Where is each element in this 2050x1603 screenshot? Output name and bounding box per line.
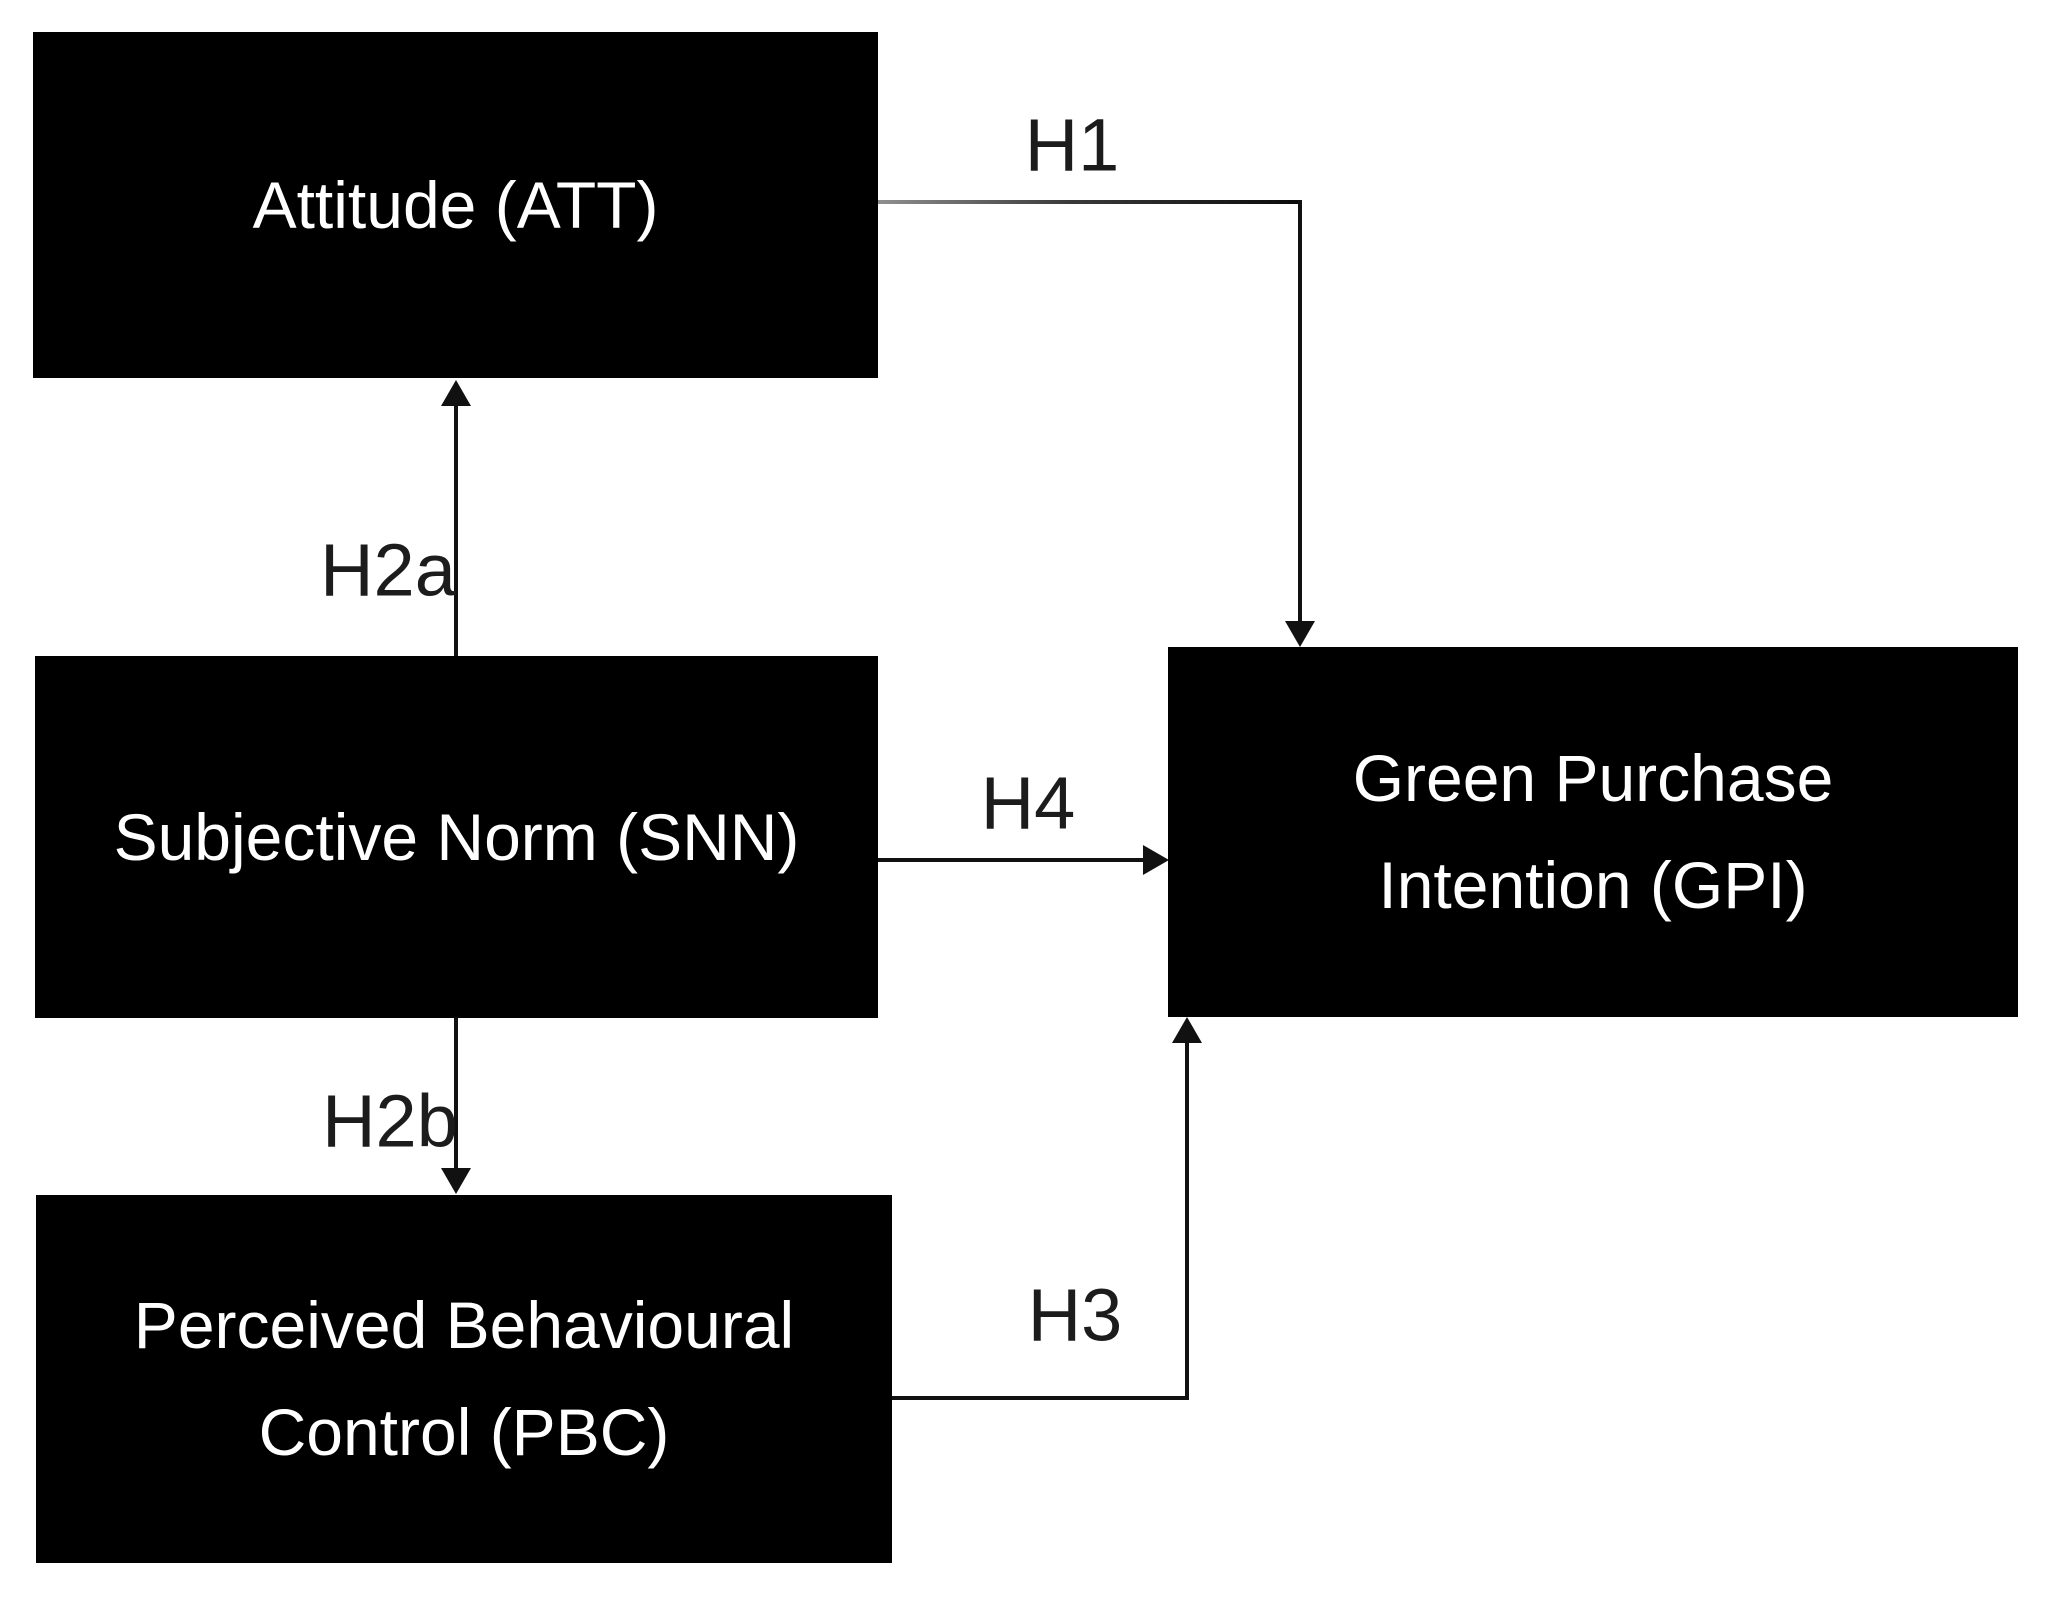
edge-label-h2b: H2b <box>322 1079 458 1163</box>
edge-label-h3: H3 <box>1027 1273 1123 1357</box>
edge-label-h2a: H2a <box>320 528 456 612</box>
h1-edge-vertical-segment <box>1298 200 1302 624</box>
node-green-purchase-intention: Green Purchase Intention (GPI) <box>1168 647 2018 1017</box>
h3-arrowhead-up-icon <box>1172 1017 1202 1043</box>
node-green-purchase-intention-label: Green Purchase Intention (GPI) <box>1352 741 1834 922</box>
node-perceived-behavioural-control-label: Perceived Behavioural Control (PBC) <box>133 1288 795 1469</box>
node-attitude-label: Attitude (ATT) <box>252 167 659 242</box>
node-subjective-norm-label: Subjective Norm (SNN) <box>113 799 800 874</box>
h3-edge-horizontal-segment <box>892 1396 1189 1400</box>
h2a-edge-vertical-segment <box>454 402 458 656</box>
h1-edge-horizontal-segment <box>878 200 1302 204</box>
node-perceived-behavioural-control: Perceived Behavioural Control (PBC) <box>36 1195 892 1563</box>
node-attitude: Attitude (ATT) <box>33 32 878 378</box>
h4-edge-horizontal-segment <box>878 858 1144 862</box>
h1-arrowhead-down-icon <box>1285 621 1315 647</box>
h3-edge-vertical-segment <box>1185 1042 1189 1398</box>
h2b-arrowhead-down-icon <box>441 1168 471 1194</box>
node-subjective-norm: Subjective Norm (SNN) <box>35 656 878 1018</box>
edge-label-h4: H4 <box>980 761 1076 845</box>
h4-arrowhead-right-icon <box>1143 845 1169 875</box>
edge-label-h1: H1 <box>1024 103 1120 187</box>
h2b-edge-vertical-segment <box>454 1018 458 1170</box>
h2a-arrowhead-up-icon <box>441 380 471 406</box>
